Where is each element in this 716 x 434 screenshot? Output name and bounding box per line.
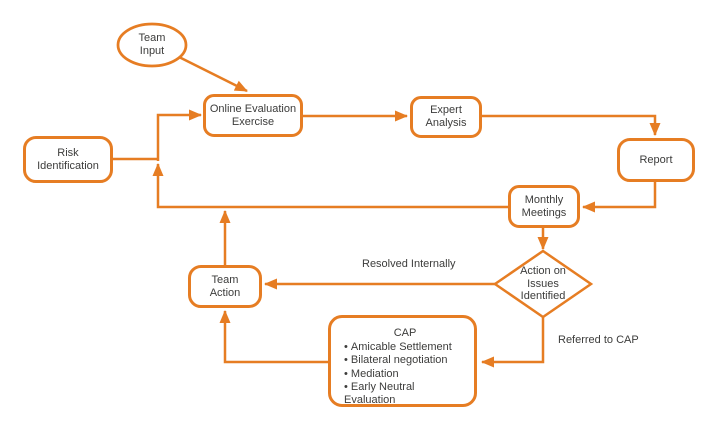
edge-cap-to-team-action [219,310,328,364]
edge-junction-to-online-evaluation [156,109,202,161]
node-cap: CAP Amicable Settlement Bilateral negoti… [328,315,477,407]
edge-report-to-monthly [582,182,657,213]
node-report: Report [617,138,695,182]
node-action-on-issues-label: Action on Issues Identified [520,264,566,303]
node-team-action: Team Action [188,265,262,308]
cap-list-item: Mediation [344,368,466,381]
cap-list: Amicable Settlement Bilateral negotiatio… [344,341,466,407]
label-resolved-internally: Resolved Internally [362,258,456,270]
node-expert-analysis: Expert Analysis [410,96,482,138]
node-monthly-meetings: Monthly Meetings [508,185,580,228]
cap-list-item: Amicable Settlement [344,341,466,354]
node-online-evaluation-exercise: Online Evaluation Exercise [203,94,303,137]
team-input-ellipse [116,22,188,68]
node-team-input-label: Team Input [138,32,166,57]
cap-list-item: Bilateral negotiation [344,354,466,367]
cap-title: CAP [393,327,417,339]
edge-team-input-to-online-evaluation [178,55,248,93]
edge-monthly-feedback-to-junction [152,163,508,209]
edge-decision-to-cap [481,317,545,368]
decision-diamond [492,249,594,319]
node-risk-identification: Risk Identification [23,136,113,183]
label-referred-to-cap: Referred to CAP [558,334,639,346]
edge-expert-to-report [482,114,661,136]
cap-list-item: Early Neutral Evaluation [344,381,466,407]
